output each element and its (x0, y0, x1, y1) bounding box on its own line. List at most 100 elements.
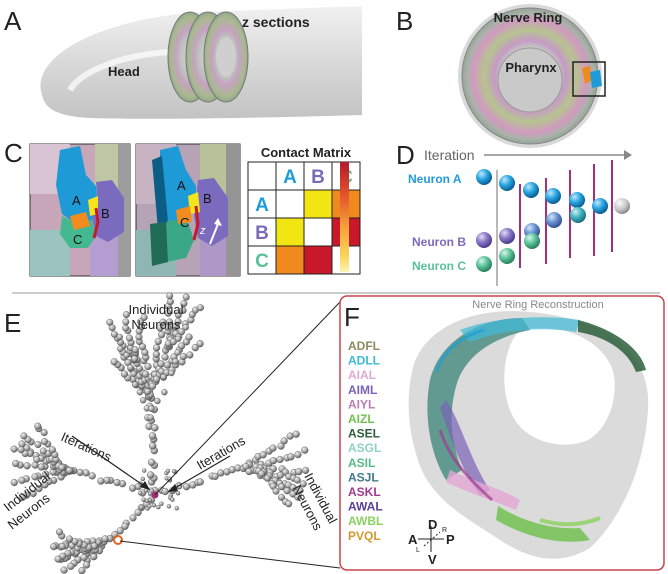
dendrogram-node (65, 466, 74, 475)
dendrogram-node (156, 324, 164, 332)
legend-item-aiml: AIML (348, 383, 377, 397)
dendrogram-node (148, 432, 157, 440)
contact-matrix-title: Contact Matrix (261, 145, 352, 160)
dendrogram-node (148, 442, 157, 450)
iteration-spheres (476, 169, 630, 272)
dendrogram-node (48, 446, 56, 454)
dendrogram-node (159, 501, 164, 506)
orientation-axes: D V A P R L (408, 517, 455, 567)
legend-item-asgl: ASGL (348, 441, 381, 455)
seg2d-label-c: C (73, 232, 82, 247)
dendrogram-node (20, 432, 28, 440)
dendrogram-node (276, 471, 284, 479)
matrix-header-cell (247, 161, 277, 191)
dendrogram-node (18, 476, 26, 484)
reconstruction-3d (408, 311, 649, 559)
legend-item-adll: ADLL (348, 354, 380, 368)
dendrogram-node (10, 445, 18, 453)
panel-c: C A B C (4, 138, 361, 277)
neuron-c-label: Neuron C (412, 259, 466, 273)
dendrogram-node (141, 468, 147, 473)
dendrogram-node (211, 472, 219, 481)
dendrogram-node (263, 474, 271, 482)
dendrogram-node (31, 473, 39, 481)
dendrogram-node (34, 441, 42, 449)
panel-letter-b: B (396, 6, 413, 36)
legend-item-aizl: AIZL (348, 412, 375, 426)
axis-v: V (428, 552, 437, 567)
dendrogram-node (130, 370, 137, 377)
dendrogram-node (151, 424, 159, 432)
dendrogram-node (35, 485, 43, 493)
dendrogram-node (78, 567, 86, 574)
matrix-cell (275, 189, 305, 219)
dendrogram-node (245, 468, 253, 476)
dendrogram-node (139, 397, 147, 404)
dendrogram-node (144, 362, 152, 371)
dendrogram-node (152, 350, 161, 359)
dendrogram-node (41, 481, 49, 489)
dendrogram-node (182, 324, 189, 331)
legend-item-asil: ASIL (348, 456, 375, 470)
matrix-cell (303, 189, 333, 219)
z-section-stack (167, 11, 249, 103)
dendrogram-node (269, 444, 277, 452)
legend-item-aial: AIAL (348, 368, 376, 382)
dendrogram-node (158, 331, 166, 339)
matrix-col-label: B (311, 167, 325, 188)
dendrogram-node (164, 309, 172, 317)
individual-neurons-top-line1: Individual (129, 302, 184, 317)
arrow-iterations-right (167, 455, 231, 493)
dendrogram-node (170, 497, 175, 502)
dendrogram-node (147, 491, 153, 496)
dendrogram-node (113, 478, 121, 487)
dendrogram-node (140, 313, 148, 321)
dendrogram-node (39, 447, 47, 455)
panel-a: A z sections Head (4, 6, 362, 119)
dendrogram-node (127, 364, 134, 371)
dendrogram-node (283, 487, 291, 495)
dendrogram-node (292, 430, 300, 438)
dendrogram-node (29, 489, 37, 498)
matrix-col-label: A (283, 167, 297, 188)
legend-item-aiyl: AIYL (348, 397, 375, 411)
axis-d: D (428, 517, 437, 532)
matrix-header-cell (247, 217, 277, 247)
dendrogram-node (168, 369, 175, 377)
matrix-cell (275, 217, 305, 247)
dendrogram-node (103, 476, 111, 484)
individual-neurons-top-line2: Neurons (131, 317, 181, 332)
dendrogram-node (166, 318, 174, 326)
dendrogram-node (294, 451, 302, 459)
dendrogram-node (147, 458, 156, 466)
dendrogram-node (10, 478, 18, 487)
worm-highlight (67, 49, 171, 92)
neuron-a-label: Neuron A (408, 172, 462, 186)
seg2d-label-b: B (101, 206, 110, 221)
dendrogram-node (131, 355, 139, 363)
dendrogram-node (41, 438, 49, 446)
dendrogram-node (42, 470, 50, 478)
dendrogram-node (293, 476, 301, 484)
dendrogram-node (196, 340, 204, 348)
panel-letter-c: C (4, 138, 23, 168)
dendrogram-node (296, 486, 304, 495)
dendrogram-node (101, 535, 109, 543)
dendrogram-node (144, 387, 152, 396)
seg3d-label-b: B (203, 191, 212, 206)
arrow-iterations-left (71, 435, 151, 491)
panel-letter-a: A (4, 6, 22, 36)
callout-line-top (154, 301, 341, 496)
pharynx-label: Pharynx (505, 60, 557, 75)
dendrogram-node (295, 468, 303, 476)
dendrogram-node (138, 505, 144, 510)
dendrogram-node (90, 553, 98, 561)
dendrogram (10, 292, 310, 574)
dendrogram-node (90, 542, 98, 550)
dendrogram-node (80, 553, 88, 562)
dendrogram-node (172, 358, 179, 365)
dendrogram-node (174, 349, 181, 356)
dendrogram-node (182, 293, 190, 301)
dendrogram-node (122, 318, 130, 326)
callout-line-bottom (119, 540, 341, 569)
